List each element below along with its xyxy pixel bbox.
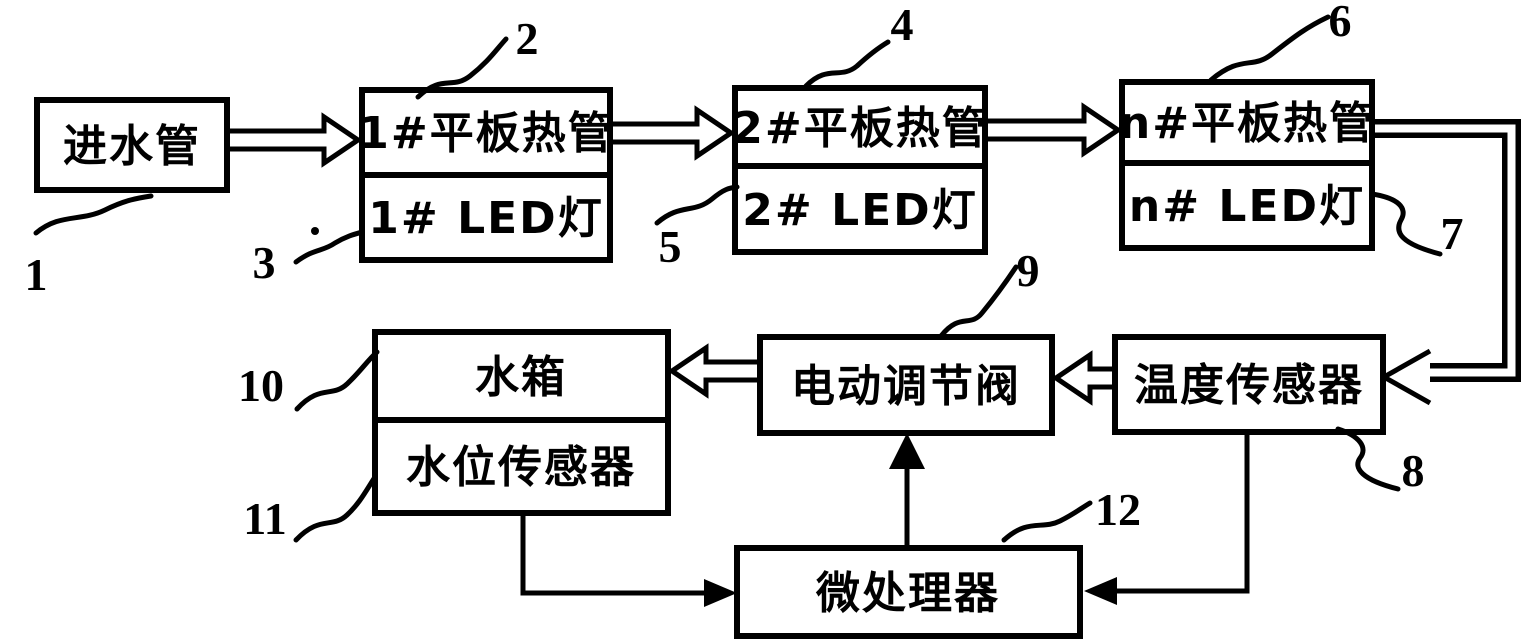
leader-line-2	[415, 36, 509, 100]
ref-12: 12	[1095, 484, 1141, 535]
box-valve	[757, 334, 1055, 436]
ref-10: 10	[238, 360, 284, 411]
label-heat-pipe-1: 1#平板热管	[358, 108, 613, 159]
box-heat-pipe-2	[732, 85, 988, 255]
leader-line-7	[1369, 191, 1443, 257]
label-tank: 水箱	[475, 352, 567, 403]
signal-line-level-sensor-to-mcu	[520, 516, 710, 596]
flow-arrow-inlet-to-hp1	[224, 112, 363, 168]
label-inlet-pipe: 进水管	[63, 121, 201, 172]
leader-line-9	[938, 264, 1019, 339]
leader-line-6	[1208, 14, 1331, 83]
signal-line-temp-sensor-to-mcu	[1112, 432, 1250, 594]
signal-arrowhead-into-valve	[889, 433, 925, 469]
box-inlet-pipe	[34, 97, 230, 193]
leader-line-3	[293, 229, 365, 265]
ref-9: 9	[1017, 245, 1040, 296]
label-led-n: n# LED灯	[1129, 181, 1365, 232]
box-mcu	[734, 545, 1083, 639]
flow-arrow-hp1-to-hp2	[607, 105, 736, 161]
signal-arrowhead-into-mcu-right	[1084, 577, 1117, 605]
label-heat-pipe-2: 2#平板热管	[732, 103, 987, 154]
box-temp-sensor	[1112, 334, 1386, 435]
label-led-2: 2# LED灯	[742, 185, 977, 236]
label-valve: 电动调节阀	[791, 361, 1021, 412]
ref-5: 5	[659, 221, 682, 272]
leader-line-10	[294, 349, 380, 412]
leader-line-5	[654, 184, 740, 226]
flow-arrow-valve-to-tank	[667, 343, 763, 399]
ref-3: 3	[253, 237, 276, 288]
leader-line-12	[1001, 500, 1093, 543]
leader-dot-3	[311, 227, 319, 235]
leader-line-4	[803, 39, 891, 89]
flow-arrow-hp2-to-hpn	[982, 102, 1123, 158]
ref-7: 7	[1441, 208, 1464, 259]
label-temp-sensor: 温度传感器	[1134, 360, 1364, 411]
ref-6: 6	[1329, 0, 1352, 46]
pipe-hpn-to-temp-sensor-inner	[1372, 124, 1516, 377]
ref-8: 8	[1402, 445, 1425, 496]
leader-line-11	[293, 474, 378, 543]
label-mcu: 微处理器	[815, 568, 1000, 619]
leader-line-8	[1335, 426, 1401, 492]
ref-1: 1	[25, 249, 48, 300]
ref-11: 11	[243, 493, 286, 544]
flow-arrow-temp-sensor-to-valve	[1051, 350, 1118, 406]
label-led-1: 1# LED灯	[368, 193, 603, 244]
ref-4: 4	[891, 0, 914, 50]
ref-2: 2	[516, 13, 539, 64]
label-heat-pipe-n: n#平板热管	[1119, 98, 1375, 149]
signal-arrowhead-into-mcu-left	[704, 579, 737, 607]
label-level-sensor: 水位传感器	[406, 442, 636, 493]
pipe-arrowhead-into-temp-sensor	[1378, 348, 1432, 406]
leader-line-1	[33, 193, 154, 236]
